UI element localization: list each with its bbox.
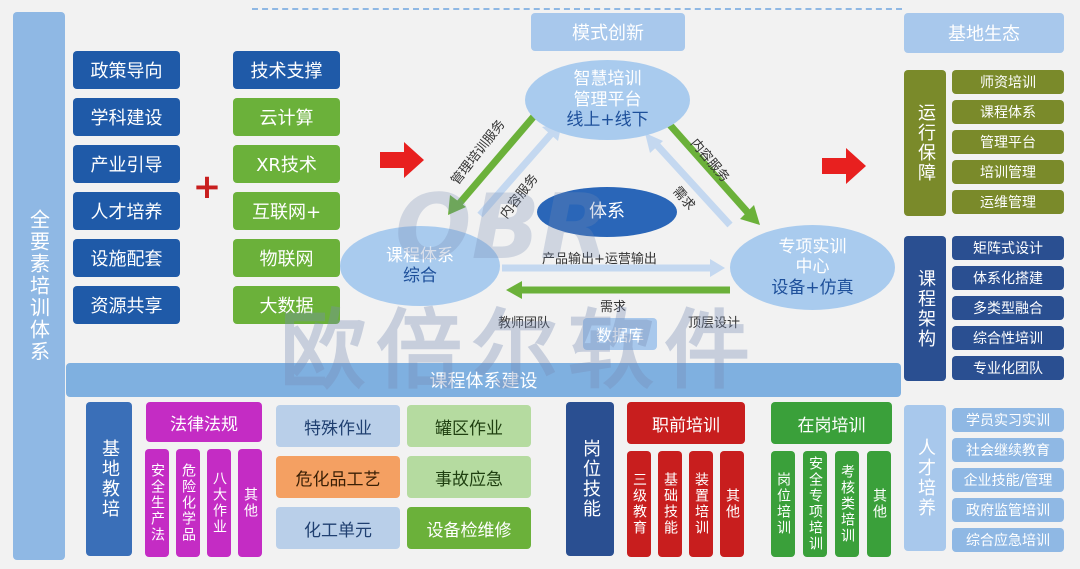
left-col2-item-0: 技术支撑 xyxy=(233,51,340,89)
pre-item-0: 三级教育 xyxy=(627,451,651,557)
watermark-logo: OBR xyxy=(395,175,610,280)
left-col1-item-2: 产业引导 xyxy=(73,145,180,183)
left-col2-item-4: 物联网 xyxy=(233,239,340,277)
plus-sign: + xyxy=(192,167,222,207)
on-training-title: 在岗培训 xyxy=(771,402,892,444)
talent-item-0: 学员实习实训 xyxy=(952,408,1064,432)
on-item-2: 考核类培训 xyxy=(835,451,859,557)
on-item-0: 岗位培训 xyxy=(771,451,795,557)
base-grid-item-4: 化工单元 xyxy=(276,507,400,549)
ops-item-2: 管理平台 xyxy=(952,130,1064,154)
arch-item-3: 综合性培训 xyxy=(952,326,1064,350)
law-item-3: 其他 xyxy=(238,449,262,557)
law-title: 法律法规 xyxy=(146,402,262,442)
right-arrow-icon xyxy=(380,142,424,178)
special-line2: 中心 xyxy=(795,257,830,278)
left-col1-item-4: 设施配套 xyxy=(73,239,180,277)
base-grid-item-1: 罐区作业 xyxy=(407,405,531,447)
on-item-1: 安全专项培训 xyxy=(803,451,827,557)
platform-line3: 线上+线下 xyxy=(566,110,649,131)
pre-item-3: 其他 xyxy=(720,451,744,557)
top-dashed-line xyxy=(252,8,902,10)
base-grid-item-2: 危化品工艺 xyxy=(276,456,400,498)
platform-line1: 智慧培训 xyxy=(573,69,642,90)
ops-item-4: 运维管理 xyxy=(952,190,1064,214)
pre-training-title: 职前培训 xyxy=(627,402,745,444)
base-grid-item-3: 事故应急 xyxy=(407,456,531,498)
special-line3: 设备+仿真 xyxy=(771,277,854,298)
left-col1-item-1: 学科建设 xyxy=(73,98,180,136)
ops-item-1: 课程体系 xyxy=(952,100,1064,124)
arch-item-1: 体系化搭建 xyxy=(952,266,1064,290)
talent-item-2: 企业技能/管理 xyxy=(952,468,1064,492)
law-item-0: 安全生产法 xyxy=(145,449,169,557)
left-col2-item-1: 云计算 xyxy=(233,98,340,136)
special-training-ellipse: 专项实训 中心 设备+仿真 xyxy=(730,225,895,310)
talent-item-4: 综合应急培训 xyxy=(952,528,1064,552)
on-item-3: 其他 xyxy=(867,451,891,557)
special-line1: 专项实训 xyxy=(778,236,847,257)
ops-item-3: 培训管理 xyxy=(952,160,1064,184)
demand-bottom-label: 需求 xyxy=(600,300,627,315)
pre-item-1: 基础技能 xyxy=(658,451,682,557)
talent-item-1: 社会继续教育 xyxy=(952,438,1064,462)
pre-item-2: 装置培训 xyxy=(689,451,713,557)
teacher-team-label: 教师团队 xyxy=(498,316,551,331)
base-training-title: 基地教培 xyxy=(86,402,132,556)
law-item-2: 八大作业 xyxy=(207,449,231,557)
arch-item-0: 矩阵式设计 xyxy=(952,236,1064,260)
left-col2-item-3: 互联网+ xyxy=(233,192,340,230)
watermark-text: 欧倍尔软件 xyxy=(280,301,760,401)
talent-item-3: 政府监管培训 xyxy=(952,498,1064,522)
law-item-1: 危险化学品 xyxy=(176,449,200,557)
right-arrow-icon-2 xyxy=(822,148,866,184)
mode-innovation-title: 模式创新 xyxy=(531,13,685,51)
course-arch-title: 课程架构 xyxy=(904,236,946,381)
left-col1-item-3: 人才培养 xyxy=(73,192,180,230)
course-system-ellipse: 课程体系 综合 xyxy=(340,226,500,306)
post-skills-title: 岗位技能 xyxy=(566,402,614,556)
course-system-build-bar: 课程体系建设 xyxy=(66,363,901,397)
system-mid-ellipse: 体系 xyxy=(537,187,677,237)
talent-cultivation-title: 人才培养 xyxy=(904,405,946,551)
base-grid-item-0: 特殊作业 xyxy=(276,405,400,447)
arch-item-2: 多类型融合 xyxy=(952,296,1064,320)
course-line1: 课程体系 xyxy=(386,245,454,266)
product-output-label: 产品输出+运营输出 xyxy=(542,252,657,267)
ops-item-0: 师资培训 xyxy=(952,70,1064,94)
course-line2: 综合 xyxy=(403,266,437,286)
ops-guarantee-title: 运行保障 xyxy=(904,70,946,216)
top-design-label: 顶层设计 xyxy=(688,316,741,331)
base-grid-item-5: 设备检维修 xyxy=(407,507,531,549)
left-col2-item-5: 大数据 xyxy=(233,286,340,324)
database-box: 数据库 xyxy=(583,318,657,350)
full-element-training-title: 全要素培训体系 xyxy=(13,12,65,560)
left-col1-item-5: 资源共享 xyxy=(73,286,180,324)
left-col2-item-2: XR技术 xyxy=(233,145,340,183)
arch-item-4: 专业化团队 xyxy=(952,356,1064,380)
left-col1-item-0: 政策导向 xyxy=(73,51,180,89)
platform-line2: 管理平台 xyxy=(573,89,642,110)
base-ecology-title: 基地生态 xyxy=(904,13,1064,53)
smart-platform-ellipse: 智慧培训 管理平台 线上+线下 xyxy=(525,60,690,140)
